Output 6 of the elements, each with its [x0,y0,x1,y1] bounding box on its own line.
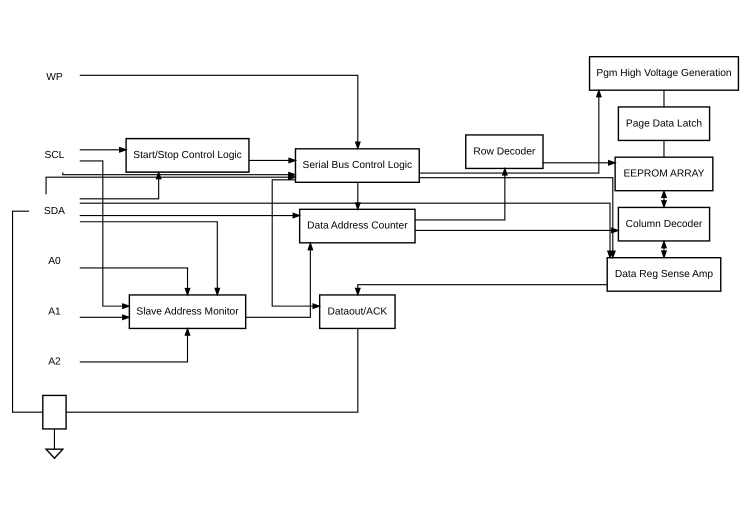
node-text: A2 [48,356,61,368]
node-text: SCL [44,149,64,160]
node-text: WP [46,71,63,82]
node-text: SDA [44,205,65,216]
node-text: A0 [48,256,61,267]
node-text: A1 [48,306,61,317]
